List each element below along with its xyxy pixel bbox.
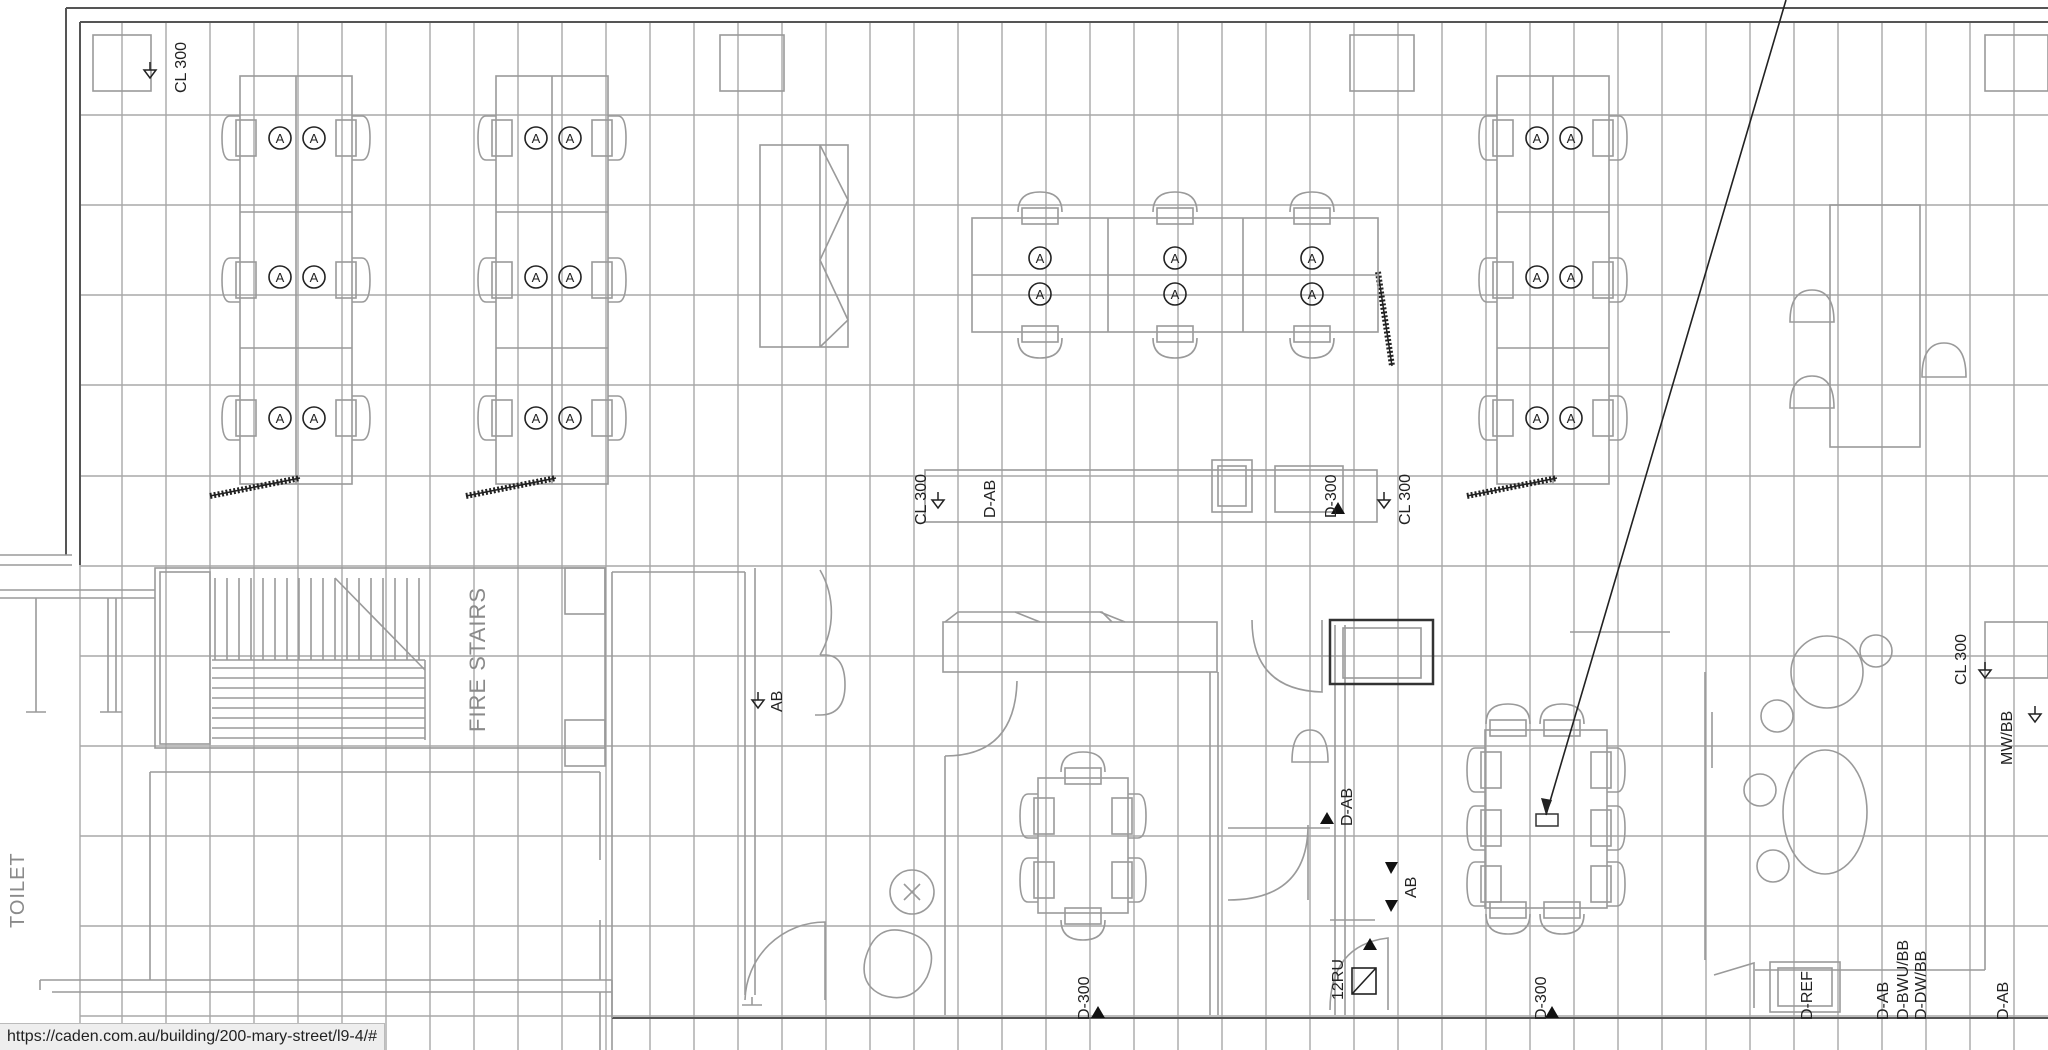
building-outline <box>0 7 2048 1050</box>
meeting-room-walls <box>611 568 1986 1018</box>
structural-columns <box>92 34 2048 679</box>
d-ref-label: D-REF <box>1799 971 1816 1020</box>
d-ab-label-2: D-AB <box>1339 788 1356 826</box>
standing-table <box>1789 204 1967 448</box>
svg-text:A: A <box>1308 287 1317 302</box>
d-dw-bb-label: D-DW/BB <box>1913 951 1930 1020</box>
d-ab-label-4: D-AB <box>1995 982 2012 1020</box>
fire-stairs-core <box>149 567 606 980</box>
svg-text:A: A <box>276 411 285 426</box>
workstation-pod: A A A A A A <box>465 75 627 499</box>
svg-text:A: A <box>1533 270 1542 285</box>
svg-text:A: A <box>532 411 541 426</box>
kitchen-bench <box>924 459 1378 523</box>
svg-text:A: A <box>532 131 541 146</box>
svg-text:A: A <box>1567 411 1576 426</box>
ab-label-1: AB <box>769 691 786 712</box>
mw-bb-label: MW/BB <box>1999 711 2016 765</box>
workstation-pod: A A A A A A <box>1466 75 1628 499</box>
svg-text:A: A <box>1533 411 1542 426</box>
ab-label-2: AB <box>1403 877 1420 898</box>
d-300-label-1: D-300 <box>1323 474 1340 518</box>
shelving-unit <box>759 144 849 348</box>
annotation-labels: CL 300 CL 300 CL 300 CL 300 D-AB D-300 A… <box>7 42 2016 1020</box>
toilet-label: TOILET <box>7 852 29 928</box>
d-bwu-bb-label: D-BWU/BB <box>1895 940 1912 1020</box>
d-300-label-3: D-300 <box>1533 976 1550 1020</box>
lounge-furniture <box>815 634 1893 999</box>
rack-label: 12RU <box>1330 959 1347 1000</box>
svg-text:A: A <box>276 131 285 146</box>
ceiling-grid <box>79 22 2048 1050</box>
svg-text:A: A <box>1567 131 1576 146</box>
svg-text:A: A <box>532 270 541 285</box>
svg-text:A: A <box>566 270 575 285</box>
svg-text:A: A <box>310 270 319 285</box>
fire-stairs-label: FIRE STAIRS <box>465 587 490 732</box>
leader-line <box>1541 0 1787 816</box>
svg-text:A: A <box>1036 251 1045 266</box>
svg-text:A: A <box>310 131 319 146</box>
cl300-label-3: CL 300 <box>1397 474 1414 525</box>
svg-text:A: A <box>566 411 575 426</box>
svg-text:A: A <box>1533 131 1542 146</box>
svg-text:A: A <box>1036 287 1045 302</box>
cl300-label-2: CL 300 <box>913 474 930 525</box>
svg-text:A: A <box>1308 251 1317 266</box>
svg-text:A: A <box>566 131 575 146</box>
d-300-label-2: D-300 <box>1076 976 1093 1020</box>
central-bench <box>971 217 1379 333</box>
bench-markers: A A A A A A <box>1017 191 1395 367</box>
svg-text:A: A <box>276 270 285 285</box>
cl300-label-4: CL 300 <box>1953 634 1970 685</box>
power-connectors <box>142 62 2043 1018</box>
svg-text:A: A <box>310 411 319 426</box>
workstation-pod: A A A A A A <box>209 75 371 499</box>
svg-text:A: A <box>1171 251 1180 266</box>
status-bar-url: https://caden.com.au/building/200-mary-s… <box>0 1023 385 1050</box>
svg-text:A: A <box>1171 287 1180 302</box>
d-ab-label-3: D-AB <box>1875 982 1892 1020</box>
cl300-label-1: CL 300 <box>173 42 190 93</box>
workstation-pods: A A A A A A A A A A A A A A A A A A A A A A A A <box>209 75 1628 499</box>
svg-text:A: A <box>1567 270 1576 285</box>
d-ab-label-1: D-AB <box>982 480 999 518</box>
